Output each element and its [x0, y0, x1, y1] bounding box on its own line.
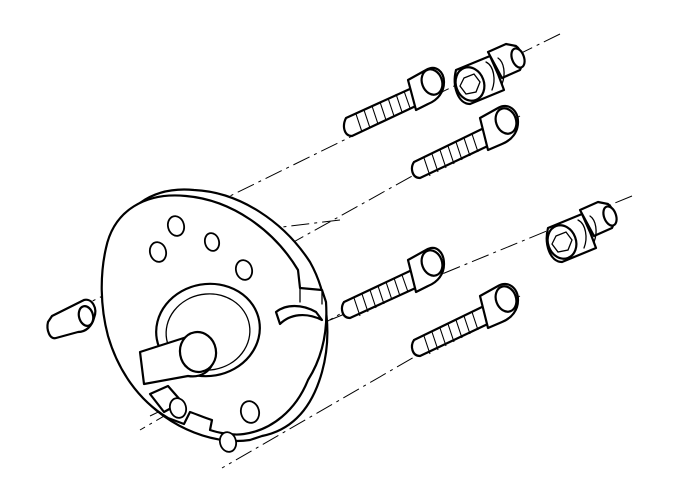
screw-upper-head-face: [494, 107, 518, 135]
dowel-pin: [46, 298, 97, 340]
screw-upper-thread: [423, 133, 479, 177]
screw-upper: [410, 104, 520, 180]
mounting-hole-upper-right: [203, 232, 221, 252]
dowel-pin-end: [77, 305, 95, 327]
flange-slot-notch: [274, 304, 324, 326]
flange-boss-ring: [165, 293, 251, 371]
shaft-cut-edge: [139, 351, 145, 385]
screw-bottom-thread: [423, 311, 479, 355]
screw-lower-left-head-face: [420, 249, 444, 277]
screw-top-head-face: [420, 68, 444, 96]
sleeve-top-face: [454, 66, 486, 102]
shaft-end-face: [178, 330, 218, 374]
screw-bottom: [410, 282, 520, 358]
sleeve-right: [545, 200, 618, 264]
sleeve-top-end: [510, 47, 526, 69]
mounting-hole-right: [234, 259, 254, 281]
screw-top-thread: [355, 90, 411, 133]
screw-bottom-head-face: [494, 285, 518, 313]
sleeve-right-face: [546, 224, 578, 260]
center-line-bottom-screw: [221, 295, 521, 469]
pin-hole: [148, 241, 168, 263]
screw-lower-left: [340, 246, 446, 320]
sleeve-top-grooves: [485, 57, 505, 91]
screw-lower-left-thread: [353, 274, 409, 317]
screw-top-shank: [342, 86, 422, 138]
sleeve-top: [453, 42, 526, 106]
mounting-hole-lower-left: [168, 397, 188, 419]
sleeve-top-hex-socket: [459, 73, 481, 95]
sleeve-right-end: [602, 205, 618, 227]
screw-bottom-shank: [410, 304, 494, 358]
screw-upper-shank: [410, 126, 494, 180]
mounting-hole-lower-right: [239, 400, 261, 424]
sleeve-right-grooves: [577, 215, 597, 249]
screw-top: [342, 66, 446, 138]
sleeve-right-hex-socket: [551, 231, 573, 253]
mounting-hole-top: [166, 215, 186, 237]
mounting-hole-bottom: [218, 431, 238, 453]
flange-slot-edges: [299, 287, 323, 305]
flange-plate: [100, 188, 329, 453]
